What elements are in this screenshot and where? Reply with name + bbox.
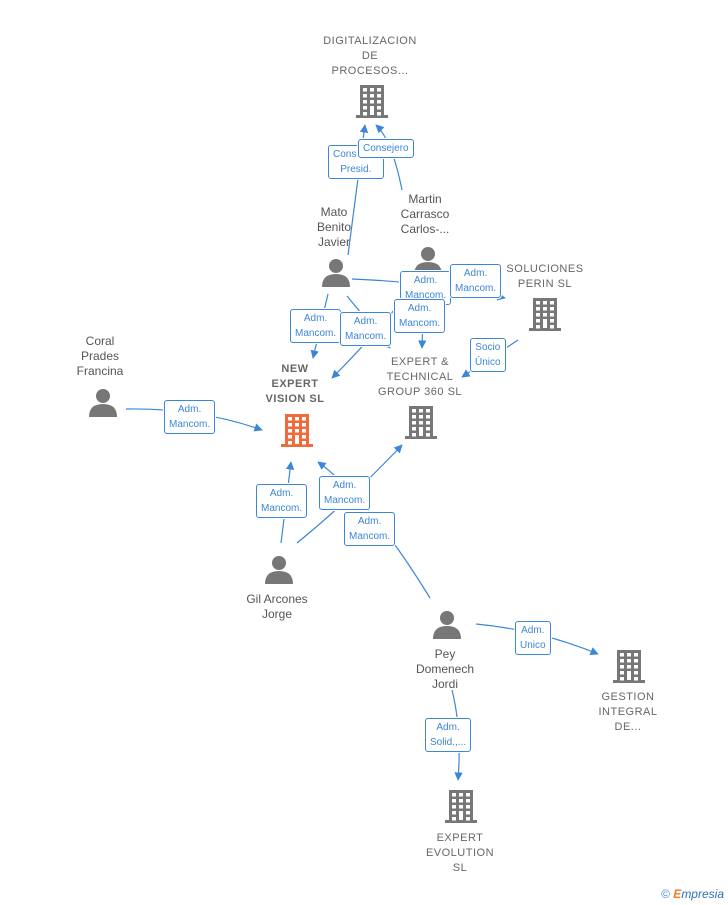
brand-initial: E	[673, 887, 682, 901]
brand-name: mpresia	[681, 887, 724, 901]
person-icon-pey[interactable]	[433, 611, 461, 639]
building-icon-soluciones[interactable]	[529, 298, 561, 331]
copyright-icon: ©	[661, 887, 670, 901]
building-icon-new-expert[interactable]	[281, 414, 313, 447]
building-icon-gestion[interactable]	[613, 650, 645, 683]
edge-label-consejero[interactable]: Consejero	[358, 139, 414, 158]
building-icon-expert-evo[interactable]	[445, 790, 477, 823]
brand-footer: © Empresia	[661, 887, 724, 901]
edge-label-adm-mancom-5[interactable]: Adm.Mancom.	[394, 299, 446, 333]
building-icon-digitalizacion[interactable]	[356, 85, 388, 118]
edge-label-adm-solid[interactable]: Adm.Solid.,...	[425, 718, 472, 752]
edge-label-adm-unico[interactable]: Adm.Unico	[515, 621, 551, 655]
edge-label-adm-mancom-3[interactable]: Adm.Mancom.	[290, 309, 342, 343]
person-icon-gil[interactable]	[265, 556, 293, 584]
person-icon-coral[interactable]	[89, 389, 117, 417]
edge-label-adm-mancom-coral[interactable]: Adm.Mancom.	[164, 400, 216, 434]
node-icons	[89, 85, 645, 823]
edge-label-adm-mancom-gil[interactable]: Adm.Mancom.	[256, 484, 308, 518]
edge-label-adm-mancom-pey[interactable]: Adm.Mancom.	[344, 512, 396, 546]
building-icon-expert-tech[interactable]	[405, 406, 437, 439]
edge-label-adm-mancom-gil-2[interactable]: Adm.Mancom.	[319, 476, 371, 510]
edge-label-adm-mancom-4[interactable]: Adm.Mancom.	[340, 312, 392, 346]
person-icon-mato[interactable]	[322, 259, 350, 287]
edge-label-adm-mancom-2[interactable]: Adm.Mancom.	[450, 264, 502, 298]
